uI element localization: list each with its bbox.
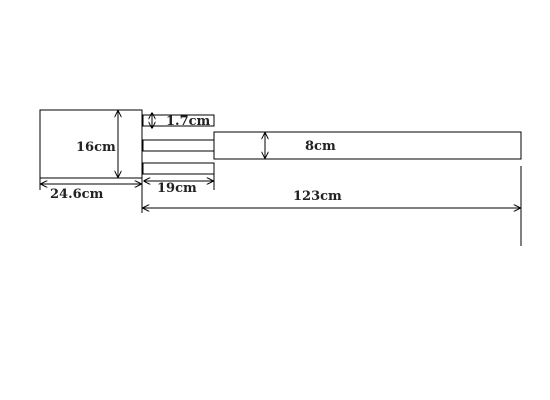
long-bar <box>213 131 522 160</box>
long-bar-length-label: 123cm <box>293 189 342 204</box>
long-bar-height-label: 8cm <box>305 139 336 154</box>
square-width-label: 24.6cm <box>50 187 104 202</box>
strip-middle <box>142 139 215 152</box>
strip-length-label: 19cm <box>157 181 197 196</box>
strip-top <box>142 114 215 127</box>
strip-thickness-label: 1.7cm <box>166 114 211 129</box>
strip-bottom <box>142 162 215 175</box>
square-block <box>39 109 143 179</box>
square-height-label: 16cm <box>76 140 116 155</box>
